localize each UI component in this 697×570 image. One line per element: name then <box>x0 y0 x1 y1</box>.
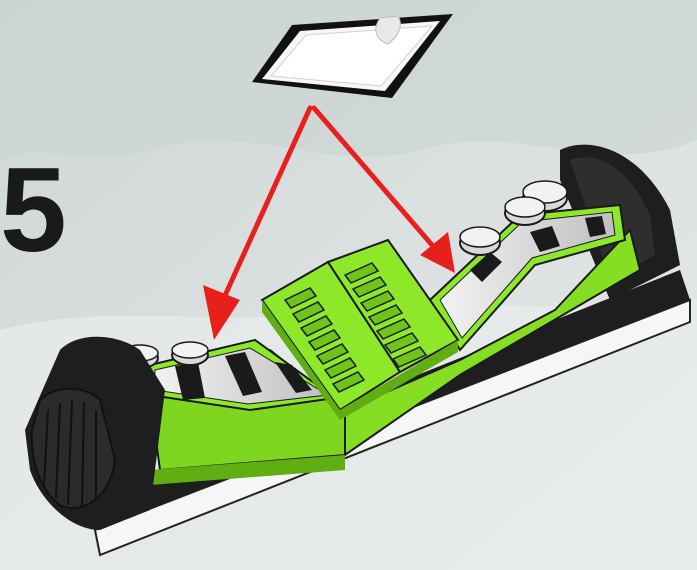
step-number: 5 <box>0 150 67 270</box>
